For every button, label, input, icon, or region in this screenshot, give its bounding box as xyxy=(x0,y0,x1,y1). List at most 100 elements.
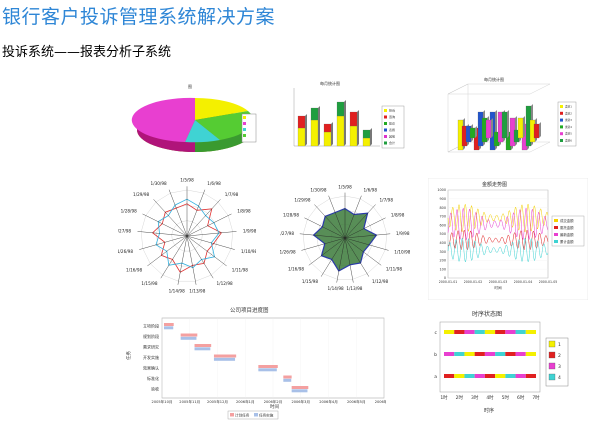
legend-label: 合计 xyxy=(389,140,395,145)
radar-label: 1/10/98 xyxy=(241,249,256,254)
radar-spoke xyxy=(336,237,346,283)
timing-seg xyxy=(464,330,475,334)
line-ytick: 300 xyxy=(440,250,446,254)
legend-swatch xyxy=(384,115,387,119)
gantt-ylabel: 任务 xyxy=(125,351,132,360)
radar-spoke xyxy=(304,217,346,239)
grid-bar xyxy=(501,111,508,139)
timing-row-label: b xyxy=(434,352,437,358)
bar3d-bar xyxy=(349,125,358,147)
gantt-actual-bar xyxy=(164,326,174,330)
timing-xtick: 6时 xyxy=(517,394,525,401)
radar-spoke xyxy=(177,235,188,285)
line-ytick: 0 xyxy=(444,276,446,280)
line-ytick: 200 xyxy=(440,259,446,263)
legend-swatch xyxy=(384,128,387,132)
gantt-xtick: 2005年11月 xyxy=(179,399,200,404)
radar-label: 1/6/98 xyxy=(207,181,221,186)
line-ytick: 100 xyxy=(440,267,446,271)
legend-swatch xyxy=(560,118,563,122)
radar-label: 1/15/98 xyxy=(141,281,157,286)
line-series-path xyxy=(447,229,549,251)
grid-bar-side xyxy=(507,110,509,138)
line-chart: 金额走势图 1000900800700600500400300200100020… xyxy=(428,178,588,300)
bar3d-bar xyxy=(362,129,371,139)
timing-xtick: 2时 xyxy=(456,394,464,401)
gantt-plan-bar xyxy=(194,344,212,347)
pie-slice xyxy=(131,97,195,142)
timing-seg xyxy=(484,352,496,356)
line-xtick: 2000-01-02 xyxy=(464,280,483,284)
timing-seg xyxy=(454,374,465,378)
radar-ring xyxy=(141,189,233,282)
gantt-task-label: 效果确认 xyxy=(143,365,159,371)
legend-label: 最新金额 xyxy=(560,232,574,237)
radar-chart-1: 1/5/981/6/981/7/981/8/981/9/981/10/981/1… xyxy=(118,177,256,294)
radar-spoke xyxy=(137,231,188,237)
radar-label: 1/10/98 xyxy=(394,250,410,255)
grid-bar xyxy=(469,127,476,139)
pie-slices xyxy=(131,97,254,152)
bar3d-bar-side xyxy=(357,110,359,146)
radar-label: 1/27/98 xyxy=(280,231,294,236)
line-xtick: 2000-01-05 xyxy=(539,280,558,284)
radar2-plot: 1/5/981/6/981/7/981/8/981/9/981/10/981/1… xyxy=(280,184,410,291)
radar-spoke xyxy=(299,233,346,239)
radar-label: 1/30/98 xyxy=(151,181,167,186)
radar-label: 1/5/98 xyxy=(338,184,352,189)
timing-seg xyxy=(495,352,506,356)
radar-ring xyxy=(171,220,203,252)
timing-seg xyxy=(444,352,455,356)
radar-area xyxy=(312,207,378,272)
radar-spoke xyxy=(344,233,391,239)
timing-seg xyxy=(495,330,506,334)
line-xtick: 2000-01-04 xyxy=(514,280,533,284)
bar3d-bar xyxy=(297,127,306,147)
radar-chart-2: 1/5/981/6/981/7/981/8/981/9/981/10/981/1… xyxy=(280,184,410,291)
radar-spoke xyxy=(153,199,188,237)
legend-label: 任务实施 xyxy=(259,412,274,417)
bar3d-bar xyxy=(323,131,332,147)
bar3d-bar xyxy=(336,115,345,147)
timing-seg xyxy=(444,374,455,378)
gantt-xtick: 2005年12月 xyxy=(207,399,228,404)
timing-seg xyxy=(525,374,536,378)
timing-title: 时序状态图 xyxy=(472,310,502,318)
grid-bar xyxy=(485,119,492,139)
gantt-xtick: 2006年3月 xyxy=(291,399,310,404)
legend-label: 投诉 xyxy=(389,108,395,113)
legend-swatch xyxy=(554,240,558,243)
gantt-task-label: 规划阶段 xyxy=(143,333,159,339)
legend-swatch xyxy=(560,132,563,136)
radar-label: 1/13/98 xyxy=(189,289,205,294)
timing-xtick: 7时 xyxy=(532,394,540,401)
radar-spoke xyxy=(314,204,346,239)
legend-label: 咨询 xyxy=(389,114,395,119)
legend-label: 类别2 xyxy=(565,111,572,115)
line-series-path xyxy=(447,237,549,263)
timing-row-label: c xyxy=(435,331,438,336)
legend-swatch xyxy=(384,122,387,125)
legend-swatch xyxy=(548,340,556,348)
line-series xyxy=(447,203,549,263)
legend-label: 类别5 xyxy=(565,132,572,136)
timing-seg xyxy=(505,330,516,334)
radar-spoke xyxy=(142,213,188,237)
radar-label: 1/13/98 xyxy=(346,286,362,291)
line-ytick: 800 xyxy=(440,206,446,210)
radar-spoke xyxy=(344,204,376,239)
radar-spoke xyxy=(186,235,214,279)
gantt-xtick: 2006年4月 xyxy=(319,399,338,404)
bar3d-bar xyxy=(310,119,319,147)
timing-seg xyxy=(464,374,475,378)
timing-xtick: 4时 xyxy=(486,394,494,401)
timing-seg xyxy=(454,352,465,356)
legend-swatch xyxy=(384,141,387,145)
radar-spoke xyxy=(344,237,370,277)
bar3d-bar-side xyxy=(305,114,307,146)
legend-swatch xyxy=(384,135,387,138)
legend-label: 2 xyxy=(558,353,561,359)
